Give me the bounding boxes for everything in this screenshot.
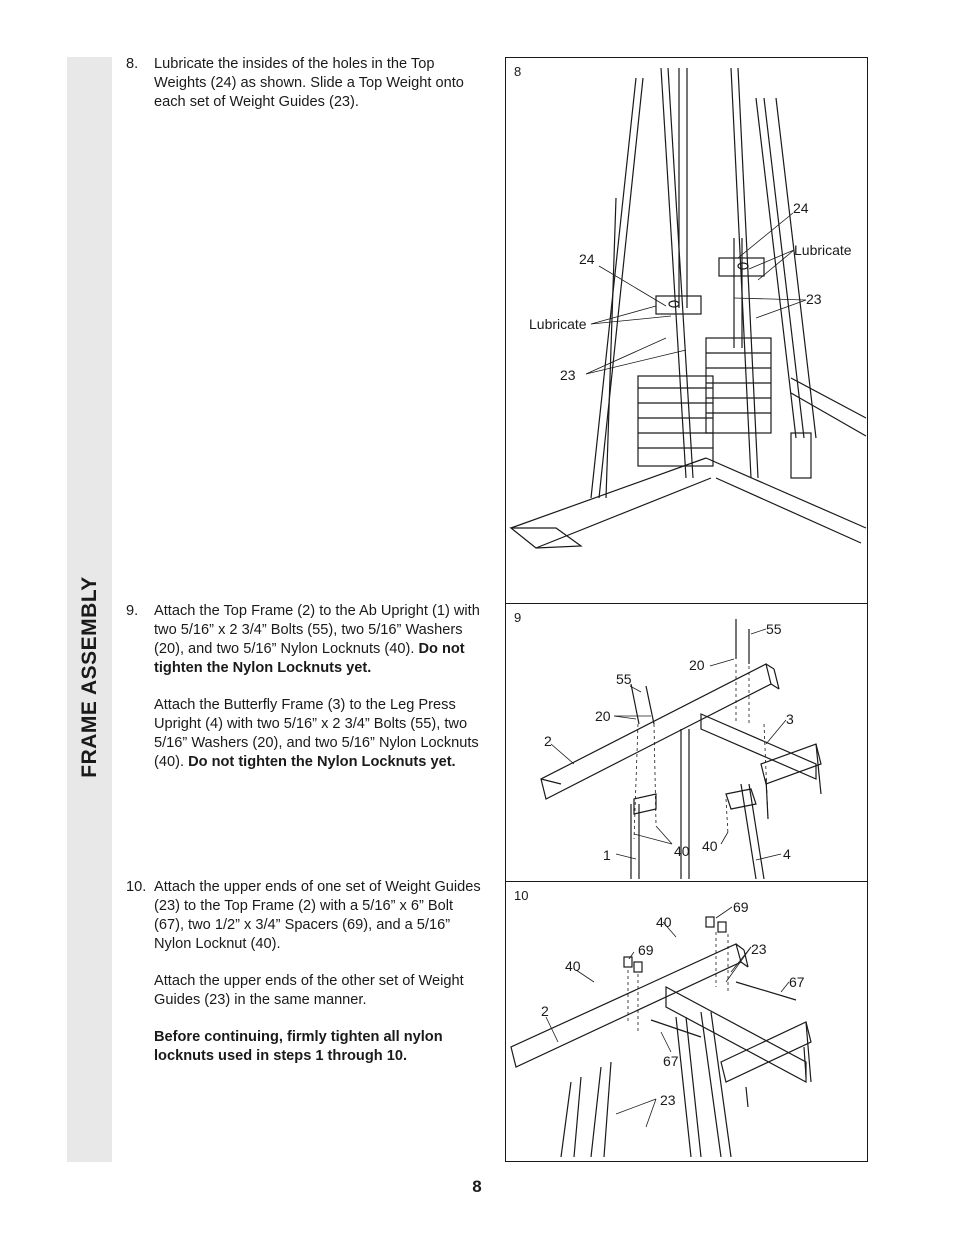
label-20-right: 20: [689, 657, 705, 673]
label-24-left: 24: [579, 251, 595, 267]
sidebar-band: [67, 57, 112, 1162]
label-67-left: 67: [663, 1053, 679, 1069]
figure-number: 8: [514, 64, 522, 79]
label-55-right: 55: [766, 621, 782, 637]
figure-10-panel: 69 40 23 67 69 40 2 67 23 10: [505, 881, 868, 1162]
bold-instruction: Do not tighten the Nylon Locknuts yet.: [154, 641, 465, 676]
instruction-text: Attach the upper ends of the other set o…: [154, 973, 464, 1008]
figure-number: 9: [514, 610, 522, 625]
step-paragraph: Lubricate the insides of the holes in th…: [154, 55, 484, 112]
step-paragraph: Attach the Butterfly Frame (3) to the Le…: [154, 696, 484, 772]
label-3: 3: [786, 711, 794, 727]
step-paragraph: Attach the upper ends of one set of Weig…: [154, 878, 484, 954]
step-body: Attach the upper ends of one set of Weig…: [154, 878, 484, 1084]
instruction-text: Lubricate the insides of the holes in th…: [154, 56, 464, 110]
label-40-right: 40: [702, 838, 718, 854]
instruction-text: Attach the Butterfly Frame (3) to the Le…: [154, 697, 479, 770]
label-69-left: 69: [638, 942, 654, 958]
bold-instruction: Before continuing, firmly tighten all ny…: [154, 1029, 443, 1064]
section-title: FRAME ASSEMBLY: [67, 57, 112, 1162]
label-23-left: 23: [560, 367, 576, 383]
section-title-text: FRAME ASSEMBLY: [77, 576, 101, 778]
label-24-right: 24: [793, 200, 809, 216]
figure-8-drawing: 24 Lubricate 23 24 Lubricate 23: [509, 67, 867, 549]
step-number: 10.: [126, 879, 147, 895]
label-23-top: 23: [751, 941, 767, 957]
label-67-right: 67: [789, 974, 805, 990]
label-69-top: 69: [733, 899, 749, 915]
instruction-text: Attach the Top Frame (2) to the Ab Uprig…: [154, 603, 480, 657]
figure-8-panel: 24 Lubricate 23 24 Lubricate 23 8: [505, 57, 868, 604]
label-40-top: 40: [656, 914, 672, 930]
label-4: 4: [783, 846, 791, 862]
label-1: 1: [603, 847, 611, 863]
label-23-bottom: 23: [660, 1092, 676, 1108]
label-2: 2: [541, 1003, 549, 1019]
figure-9-drawing: 55 20 55 20 3 2 1 40 40 4: [540, 619, 822, 880]
step-body: Lubricate the insides of the holes in th…: [154, 55, 484, 130]
label-40-left: 40: [565, 958, 581, 974]
step-paragraph: Attach the upper ends of the other set o…: [154, 972, 484, 1010]
instruction-text: Attach the upper ends of one set of Weig…: [154, 879, 481, 952]
step-number: 9.: [126, 603, 139, 619]
label-55-left: 55: [616, 671, 632, 687]
step-body: Attach the Top Frame (2) to the Ab Uprig…: [154, 602, 484, 790]
step-paragraph: Before continuing, firmly tighten all ny…: [154, 1028, 484, 1066]
bold-instruction: Do not tighten the Nylon Locknuts yet.: [188, 754, 456, 770]
label-23-right: 23: [806, 291, 822, 307]
step-number: 8.: [126, 56, 139, 72]
label-20-left: 20: [595, 708, 611, 724]
label-lubricate-left: Lubricate: [529, 316, 587, 332]
label-lubricate-right: Lubricate: [794, 242, 852, 258]
figure-9-panel: 55 20 55 20 3 2 1 40 40 4 9: [505, 603, 868, 882]
label-40-left: 40: [674, 843, 690, 859]
step-paragraph: Attach the Top Frame (2) to the Ab Uprig…: [154, 602, 484, 678]
label-2: 2: [544, 733, 552, 749]
figure-number: 10: [514, 888, 529, 903]
figure-10-drawing: 69 40 23 67 69 40 2 67 23: [510, 899, 812, 1158]
page-number: 8: [472, 1177, 482, 1196]
